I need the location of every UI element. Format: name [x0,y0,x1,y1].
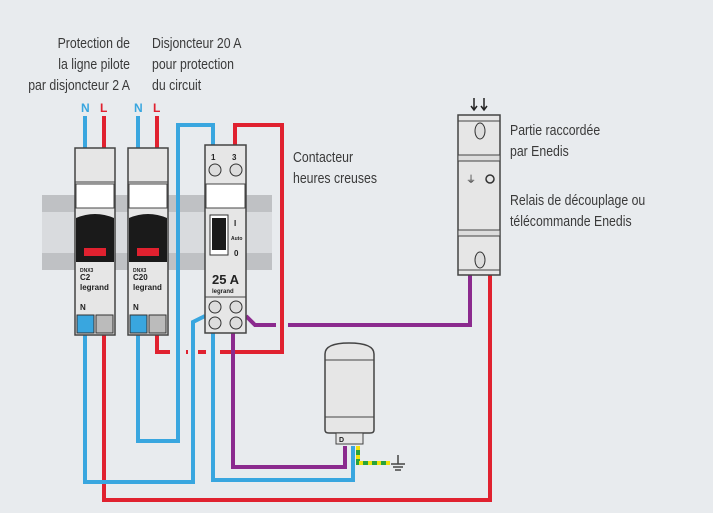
label-contactor: Contacteur heures creuses [293,149,377,186]
contactor-heures-creuses[interactable]: 1 3 I Auto 0 25 A legrand [204,144,247,334]
terminal-live [95,314,114,334]
enedis-relay[interactable]: ⏚ [457,98,501,276]
brand-logo: legrand [212,289,234,295]
live-marker: L [153,101,160,115]
label-line: Contacteur [293,149,353,165]
terminal-3-label: 3 [232,153,237,162]
brand-logo: legrand [80,283,109,292]
diagram-shape [75,183,115,209]
brand-logo: legrand [133,283,162,292]
wires [83,116,492,502]
switch-pos-auto: Auto [231,236,242,242]
neutral-marker: N [81,101,90,115]
wire-control-to-relay [244,275,472,327]
water-heater: D [324,342,375,445]
relay-symbol-icon: ⏚ [466,174,476,186]
screw-icon [474,251,486,269]
terminal-1-label: 1 [211,153,216,162]
label-line: Disjoncteur 20 A [152,35,242,51]
label-breaker-2a: Protection de la ligne pilote par disjon… [28,35,131,93]
label-enedis: Partie raccordée par Enedis Relais de dé… [510,122,645,229]
wire-live-in [102,116,159,150]
arrow-down-icon [470,98,488,112]
diagram-shape [457,114,501,276]
breaker-model: DNX3 [80,268,94,274]
label-line: par Enedis [510,143,569,159]
screw-icon [474,122,486,140]
diagram-shape [212,218,226,250]
breaker-rating: C20 [133,273,148,282]
breaker-model: DNX3 [133,268,147,274]
wire-earth-stripe [356,446,390,465]
diagram-shape [457,154,501,162]
label-line: pour protection [152,56,234,72]
terminal-label: N [80,303,86,312]
wire-neutral-to-contactor [83,314,206,484]
wire-neutral-loop [136,123,215,443]
label-line: la ligne pilote [58,56,130,72]
wire-neutral-in [83,116,140,150]
breaker-20a[interactable]: DNX3 C20 legrand N [127,147,169,336]
label-line: heures creuses [293,170,377,186]
diagram-shape [335,432,364,445]
switch-pos-off: 0 [234,249,239,258]
ground-icon [391,455,405,471]
diagram-shape [457,229,501,237]
breaker-2a[interactable]: DNX3 C2 legrand N [74,147,116,336]
diagram-shape [128,183,168,209]
diagram-shape [137,248,159,256]
terminal-neutral [129,314,148,334]
switch-pos-on: I [234,219,236,228]
screw-icon [229,163,243,177]
wire-neutral-to-heater [211,333,355,482]
live-marker: L [100,101,107,115]
heater-mark: D [339,437,344,444]
terminal-label: N [133,303,139,312]
diagram-shape [205,183,246,209]
label-line: Protection de [58,35,131,51]
contactor-rating: 25 A [212,272,240,287]
screw-icon [229,316,243,330]
diagram-shape [84,248,106,256]
breaker-rating: C2 [80,273,91,282]
wire-live-to-contactor [155,123,284,354]
screw-icon [208,300,222,314]
diagram-shape [324,342,375,434]
label-breaker-20a: Disjoncteur 20 A pour protection du circ… [152,35,242,93]
wire-live-to-heater [231,333,347,469]
wire-live-to-relay [102,275,492,502]
label-line: Partie raccordée [510,122,600,138]
screw-icon [229,300,243,314]
screw-icon [208,316,222,330]
terminal-neutral [76,314,95,334]
screw-icon [208,163,222,177]
label-line: Relais de découplage ou [510,192,645,208]
label-line: du circuit [152,77,201,93]
label-line: télécommande Enedis [510,213,632,229]
indicator-icon [485,174,495,184]
label-line: par disjoncteur 2 A [28,77,131,93]
terminal-live [148,314,167,334]
neutral-marker: N [134,101,143,115]
